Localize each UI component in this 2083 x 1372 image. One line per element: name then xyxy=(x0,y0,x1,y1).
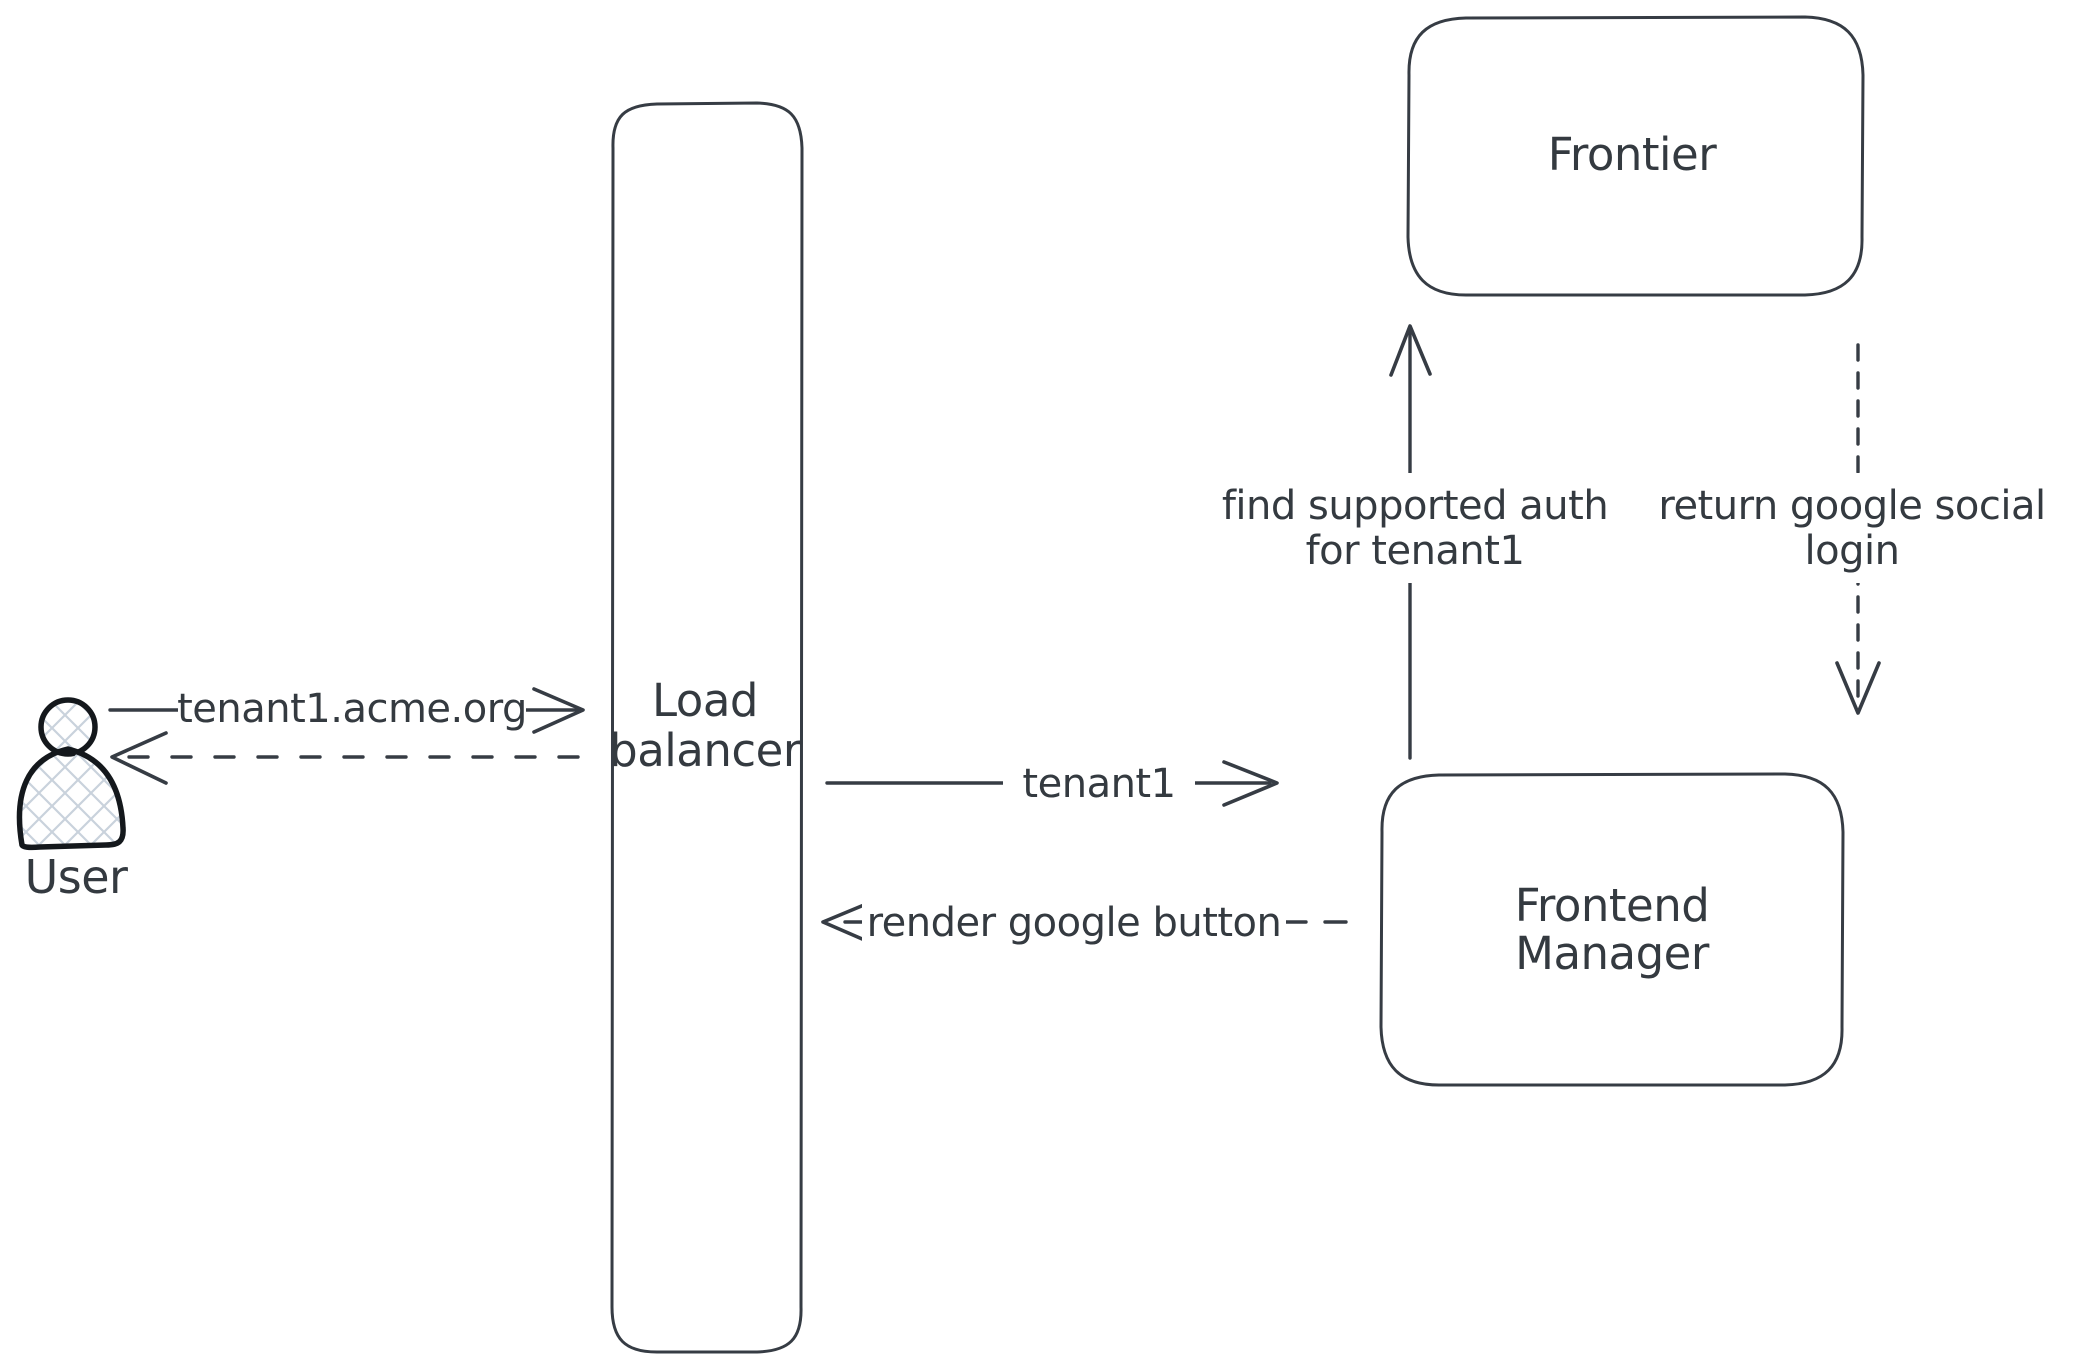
edge-load-balancer-to-user xyxy=(110,731,580,785)
load-balancer-label-line1: Load xyxy=(652,674,758,727)
edge-user-to-load-balancer: tenant1.acme.org xyxy=(108,678,585,736)
edge-label-tenant1: tenant1 xyxy=(1022,761,1175,807)
load-balancer-node: Load balancer xyxy=(609,101,804,1354)
edge-label-bg xyxy=(178,678,526,736)
user-body-icon xyxy=(16,746,126,851)
frontier-box xyxy=(1406,15,1865,297)
edge-frontend-manager-to-frontier: find supported auth for tenant1 xyxy=(1198,324,1632,760)
edge-frontier-to-frontend-manager: return google social login xyxy=(1628,343,2080,715)
edge-label-bg xyxy=(1628,473,2080,583)
edge-frontend-manager-to-load-balancer: render google button xyxy=(821,890,1348,952)
edge-label-bg xyxy=(862,890,1286,952)
edge-label-bg xyxy=(1003,751,1195,811)
arrowhead-up-icon xyxy=(1389,324,1432,377)
arrowhead-right-icon xyxy=(1222,760,1279,807)
user-label: User xyxy=(25,850,128,904)
frontend-manager-label-line1: Frontend xyxy=(1515,879,1710,932)
frontend-manager-node: Frontend Manager xyxy=(1379,772,1845,1087)
frontier-label: Frontier xyxy=(1548,128,1718,181)
arrowhead-right-icon xyxy=(532,687,585,734)
edge-label-find-supported-auth-line2: for tenant1 xyxy=(1306,528,1525,574)
edge-label-bg xyxy=(1198,473,1632,583)
edge-label-return-google-social-line1: return google social xyxy=(1658,483,2045,529)
arrowhead-down-icon xyxy=(1835,661,1881,715)
frontend-manager-label-line2: Manager xyxy=(1515,927,1710,980)
frontend-manager-box xyxy=(1379,772,1845,1087)
edge-label-find-supported-auth-line1: find supported auth xyxy=(1222,483,1608,529)
edge-label-tenant1-acme-org: tenant1.acme.org xyxy=(177,686,527,732)
frontier-node: Frontier xyxy=(1406,15,1865,297)
arrowhead-left-icon xyxy=(821,898,878,947)
load-balancer-box xyxy=(610,101,804,1354)
load-balancer-label-line2: balancer xyxy=(609,724,802,777)
user-actor: User xyxy=(16,697,129,904)
edge-label-return-google-social-line2: login xyxy=(1805,528,1900,574)
edge-load-balancer-to-frontend-manager: tenant1 xyxy=(825,751,1279,811)
user-head-icon xyxy=(38,697,98,757)
edge-label-render-google-button: render google button xyxy=(867,900,1282,946)
arrowhead-left-icon xyxy=(110,731,168,785)
